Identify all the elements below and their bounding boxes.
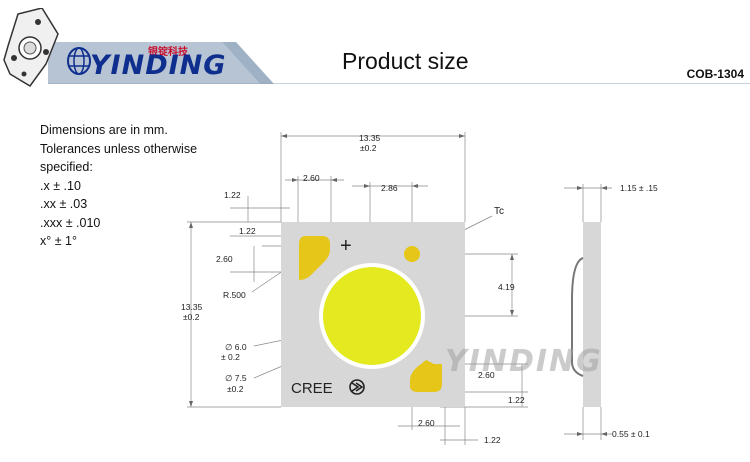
note-line: Tolerances unless otherwise [40,141,198,156]
led-star-board-icon [3,8,59,87]
watermark-logo: YINDING [445,344,603,379]
dim-width-tol: ±0.2 [360,143,377,153]
model-number: COB-1304 [686,67,744,81]
dim-height: 13.35 [181,302,203,312]
tc-point [404,246,420,262]
polarity-plus: + [340,235,352,257]
dim-260-right: 2.60 [478,370,495,380]
dim-width: 13.35 [359,133,381,143]
cathode-pad [410,360,442,392]
tolerance-notes: Dimensions are in mm. Tolerances unless … [40,121,197,251]
globe-icon [67,47,91,75]
side-view-substrate [583,222,601,407]
brand-chinese-name: 银锭科技 [148,47,188,58]
dim-260-left: 2.60 [216,254,233,264]
note-line: .xx ± .03 [40,197,88,211]
dim-260-bottom: 2.60 [418,418,435,428]
dim-122-right: 1.22 [508,395,525,405]
cree-chevron-icon [349,379,365,395]
brand-logo-text: YINDING [90,50,227,81]
dim-height-tol: ±0.2 [183,312,200,322]
note-line: .xxx ± .010 [40,215,101,230]
dim-r500: R.500 [223,290,246,300]
dim-phi75-tol: ±0.2 [227,384,244,394]
dim-260-top: 2.60 [303,173,320,183]
dim-thickness: 1.15 ± .15 [620,183,658,193]
note-line: Dimensions are in mm. [40,123,168,137]
dim-122-left: 1.22 [224,190,241,200]
light-emitting-surface [323,267,421,365]
dim-122-bottom: 1.22 [484,435,501,445]
dim-phi60-tol: ± 0.2 [221,352,240,362]
dim-phi60: ∅ 6.0 [225,342,247,352]
dim-122-pad: 1.22 [239,226,256,236]
note-line: specified: [40,160,93,174]
anode-pad [299,236,330,280]
page-title: Product size [342,48,469,74]
tc-label: Tc [494,206,504,217]
header-band [48,42,750,84]
cree-logo-text: CREE [291,380,333,397]
note-line: x° ± 1° [40,234,78,248]
dim-pad-thickness: 0.55 ± 0.1 [612,429,650,439]
dim-phi75: ∅ 7.5 [225,373,247,383]
side-view-lens [571,257,584,377]
note-line: .x ± .10 [40,178,81,193]
dim-286: 2.86 [381,183,398,193]
header: 银锭科技 YINDING Product size COB-1304 [0,0,750,92]
dim-419: 4.19 [498,282,515,292]
